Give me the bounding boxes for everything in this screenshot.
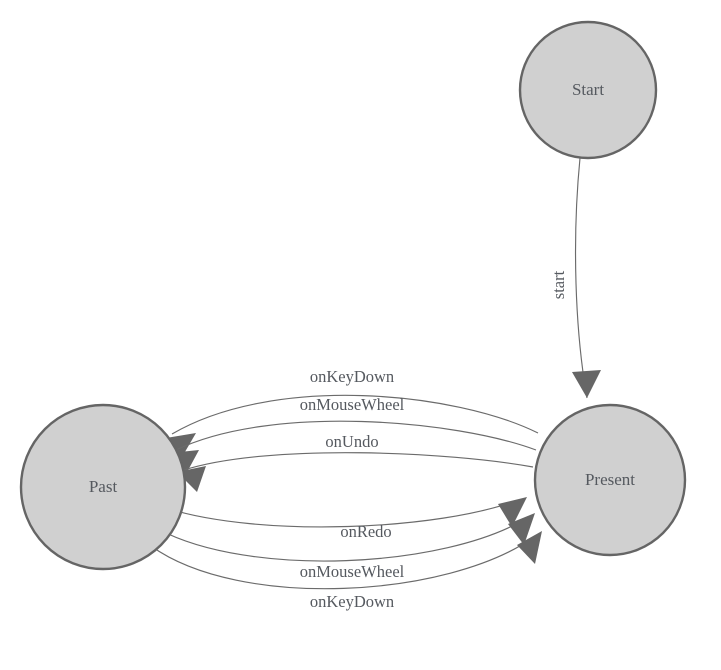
- edge-path: [157, 517, 528, 562]
- arrowhead-icon: [517, 531, 542, 564]
- edge-label-onkeydown-lower: onKeyDown: [310, 592, 394, 611]
- node-label-present: Present: [585, 470, 635, 489]
- edge-path: [171, 394, 539, 435]
- edge-label-start: start: [549, 270, 568, 299]
- edge-label-onundo: onUndo: [325, 432, 378, 451]
- edge-present-to-past-onkeydown[interactable]: onKeyDown: [166, 367, 539, 457]
- edge-start-to-present[interactable]: start: [549, 157, 601, 399]
- arrowhead-icon: [498, 497, 527, 527]
- node-start[interactable]: Start: [518, 20, 658, 160]
- edge-path: [165, 499, 519, 528]
- arrowhead-icon: [572, 370, 601, 398]
- node-present[interactable]: Present: [533, 403, 687, 557]
- node-shape: [518, 20, 658, 160]
- node-shape: [533, 403, 687, 557]
- node-label-start: Start: [572, 80, 604, 99]
- edge-layer: start onKeyDown onMouseWheel onUndo: [150, 157, 601, 611]
- edge-path: [183, 452, 534, 471]
- edge-label-onredo: onRedo: [340, 522, 391, 541]
- edge-past-to-present-onredo[interactable]: onRedo: [165, 497, 527, 541]
- edge-path: [574, 157, 588, 399]
- edge-label-onkeydown-upper: onKeyDown: [310, 367, 394, 386]
- edge-present-to-past-onundo[interactable]: onUndo: [177, 432, 534, 492]
- edge-path: [150, 536, 535, 590]
- edge-past-to-present-onkeydown[interactable]: onKeyDown: [150, 531, 542, 611]
- node-past[interactable]: Past: [19, 403, 187, 571]
- arrowhead-icon: [508, 513, 535, 545]
- edge-label-onmousewheel-upper: onMouseWheel: [300, 395, 405, 414]
- edge-label-onmousewheel-lower: onMouseWheel: [300, 562, 405, 581]
- node-shape: [19, 403, 187, 571]
- edge-path: [175, 420, 537, 451]
- edge-past-to-present-onmousewheel[interactable]: onMouseWheel: [157, 513, 535, 581]
- node-layer: Start Past Present: [19, 20, 687, 571]
- node-label-past: Past: [89, 477, 118, 496]
- arrowhead-icon: [166, 433, 196, 457]
